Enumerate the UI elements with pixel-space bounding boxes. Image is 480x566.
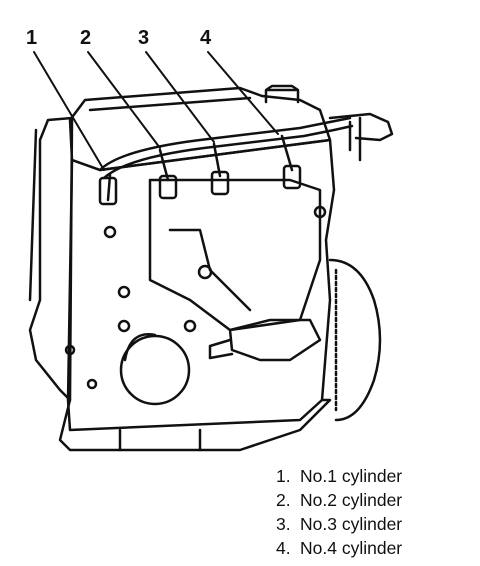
callout-3: 3: [138, 27, 150, 49]
callout-1: 1: [26, 27, 38, 49]
legend-text: No.2 cylinder: [300, 490, 403, 510]
legend-text: No.1 cylinder: [300, 466, 403, 486]
legend-item: 2. No.2 cylinder: [276, 488, 476, 512]
legend-text: No.3 cylinder: [300, 514, 403, 534]
legend: 1. No.1 cylinder 2. No.2 cylinder 3. No.…: [276, 464, 476, 560]
legend-item: 1. No.1 cylinder: [276, 464, 476, 488]
callout-2: 2: [80, 27, 92, 49]
legend-number: 4.: [276, 538, 291, 558]
legend-item: 4. No.4 cylinder: [276, 536, 476, 560]
callout-4: 4: [200, 27, 212, 49]
legend-text: No.4 cylinder: [300, 538, 403, 558]
legend-number: 2.: [276, 490, 291, 510]
legend-number: 3.: [276, 514, 291, 534]
legend-item: 3. No.3 cylinder: [276, 512, 476, 536]
legend-number: 1.: [276, 466, 291, 486]
